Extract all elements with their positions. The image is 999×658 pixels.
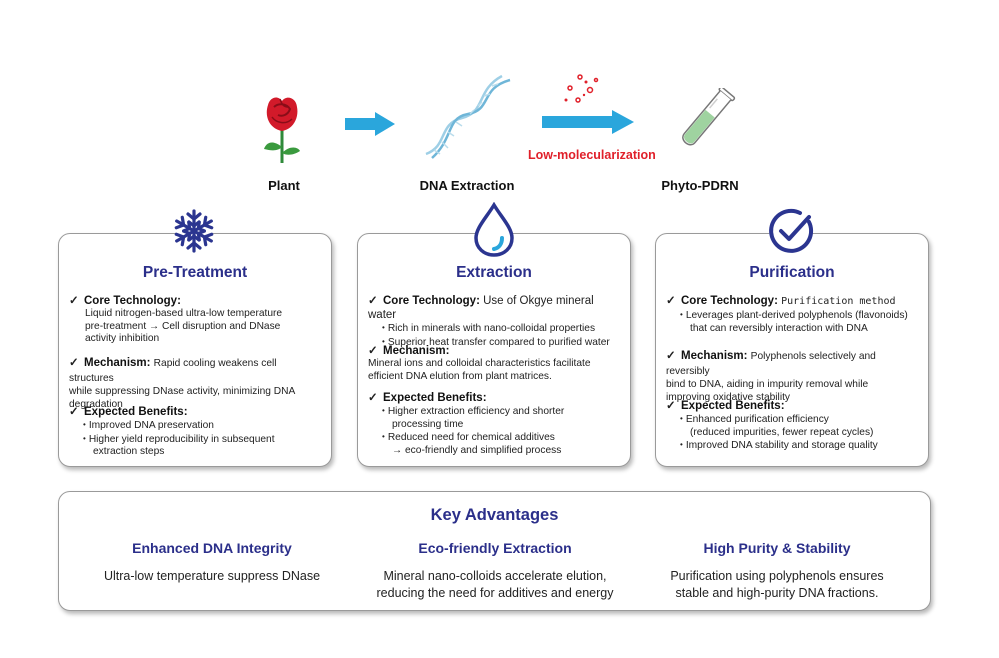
benefits-label: Expected Benefits:: [84, 406, 188, 418]
extraction-card: Extraction ✓Core Technology: Use of Okgy…: [357, 233, 631, 467]
dna-helix-icon: [425, 74, 511, 159]
mechanism-text: Rapid cooling weakens cell structures: [69, 358, 277, 384]
mechanism-line: Mineral ions and colloidal characteristi…: [368, 358, 591, 369]
benefits-section: ✓Expected Benefits: Improved DNA preserv…: [69, 405, 323, 459]
core-technology-text: Purification method: [781, 296, 896, 307]
advantage-item: Enhanced DNA Integrity Ultra-low tempera…: [77, 540, 347, 585]
advantage-heading: High Purity & Stability: [703, 540, 851, 556]
mechanism-line: efficient DNA elution from plant matrice…: [368, 370, 552, 382]
mechanism-section: ✓Mechanism: Rapid cooling weakens cell s…: [69, 356, 323, 411]
benefits-label: Expected Benefits:: [681, 400, 785, 412]
check-circle-icon: [769, 208, 814, 253]
arrow-right-icon: [345, 112, 395, 136]
benefit-item-cont: (reduced impurities, fewer repeat cycles…: [690, 426, 874, 438]
core-line: Liquid nitrogen-based ultra-low temperat…: [85, 308, 283, 319]
mechanism-label: Mechanism:: [383, 345, 450, 357]
core-technology-label: Core Technology:: [383, 295, 480, 307]
core-technology-label: Core Technology:: [84, 295, 181, 307]
core-bullet: Superior heat transfer compared to purif…: [368, 336, 622, 350]
benefits-section: ✓Expected Benefits: Enhanced purificatio…: [666, 399, 920, 453]
snowflake-icon: [174, 209, 214, 253]
rose-icon: [264, 97, 300, 163]
advantage-text: stable and high-purity DNA fractions.: [675, 586, 879, 600]
benefit-item-cont: extraction steps: [93, 446, 165, 458]
benefit-item-cont: processing time: [392, 418, 464, 430]
core-line: pre-treatment → Cell disruption and DNas…: [85, 320, 281, 332]
test-tube-icon: [682, 88, 736, 146]
benefit-item: Enhanced purification efficiency: [666, 413, 920, 427]
mechanism-text: Polyphenols selectively and reversibly: [666, 351, 876, 377]
advantage-item: Eco-friendly Extraction Mineral nano-col…: [360, 540, 630, 602]
advantage-heading: Eco-friendly Extraction: [418, 540, 572, 556]
advantage-item: High Purity & Stability Purification usi…: [642, 540, 912, 602]
key-advantages-title: Key Advantages: [430, 506, 559, 524]
step-phyto-pdrn-label: Phyto-PDRN: [661, 178, 739, 193]
core-technology-label: Core Technology:: [681, 295, 778, 307]
advantage-text: Mineral nano-colloids accelerate elution…: [383, 569, 607, 583]
benefit-item: Higher yield reproducibility in subseque…: [69, 433, 323, 447]
benefits-label: Expected Benefits:: [383, 392, 487, 404]
card-title: Extraction: [456, 264, 532, 281]
advantage-text: Ultra-low temperature suppress DNase: [103, 569, 321, 583]
step-dna-extraction-label: DNA Extraction: [419, 178, 515, 193]
card-title: Purification: [749, 264, 835, 281]
advantage-text: reducing the need for additives and ener…: [376, 586, 614, 600]
benefit-item: Higher extraction efficiency and shorter: [368, 405, 622, 419]
benefit-item-cont: → eco-friendly and simplified process: [392, 444, 562, 456]
core-technology-section: ✓Core Technology: Liquid nitrogen-based …: [69, 294, 323, 346]
key-advantages-panel: Key Advantages Enhanced DNA Integrity Ul…: [58, 491, 931, 611]
mechanism-label: Mechanism:: [84, 357, 151, 369]
step-plant-label: Plant: [268, 178, 300, 193]
mechanism-line: bind to DNA, aiding in impurity removal …: [666, 379, 869, 390]
core-technology-section: ✓Core Technology: Use of Okgye mineral w…: [368, 294, 622, 349]
low-molecularization-label: Low-molecularization: [528, 148, 656, 162]
core-line: activity inhibition: [85, 333, 160, 345]
mechanism-section: ✓Mechanism: Polyphenols selectively and …: [666, 349, 920, 404]
mechanism-label: Mechanism:: [681, 350, 748, 362]
arrow-right-icon: [542, 110, 634, 134]
core-technology-text: Use of Okgye mineral water: [368, 295, 594, 321]
benefits-section: ✓Expected Benefits: Higher extraction ef…: [368, 391, 622, 457]
mechanism-line: while suppressing DNase activity, minimi…: [69, 386, 296, 397]
mechanism-section: ✓Mechanism: Mineral ions and colloidal c…: [368, 344, 622, 383]
benefit-item: Improved DNA preservation: [69, 419, 323, 433]
core-bullet: Rich in minerals with nano-colloidal pro…: [368, 322, 622, 336]
mechanism-line: improving oxidative stability: [666, 391, 791, 403]
mechanism-line: degradation: [69, 398, 123, 410]
benefit-item: Reduced need for chemical additives: [368, 431, 622, 445]
purification-card: Purification ✓Core Technology: Purificat…: [655, 233, 929, 467]
pre-treatment-card: Pre-Treatment ✓Core Technology: Liquid n…: [58, 233, 332, 467]
particles-icon: [564, 74, 599, 103]
water-drop-icon: [474, 202, 514, 257]
card-title: Pre-Treatment: [142, 264, 248, 281]
core-technology-section: ✓Core Technology: Purification method Le…: [666, 294, 920, 335]
advantage-text: Purification using polyphenols ensures: [670, 569, 884, 583]
core-bullet-cont: that can reversibly interaction with DNA: [690, 322, 868, 334]
core-bullet: Leverages plant-derived polyphenols (fla…: [666, 309, 920, 323]
benefit-item: Improved DNA stability and storage quali…: [666, 439, 920, 453]
advantage-heading: Enhanced DNA Integrity: [132, 540, 292, 556]
